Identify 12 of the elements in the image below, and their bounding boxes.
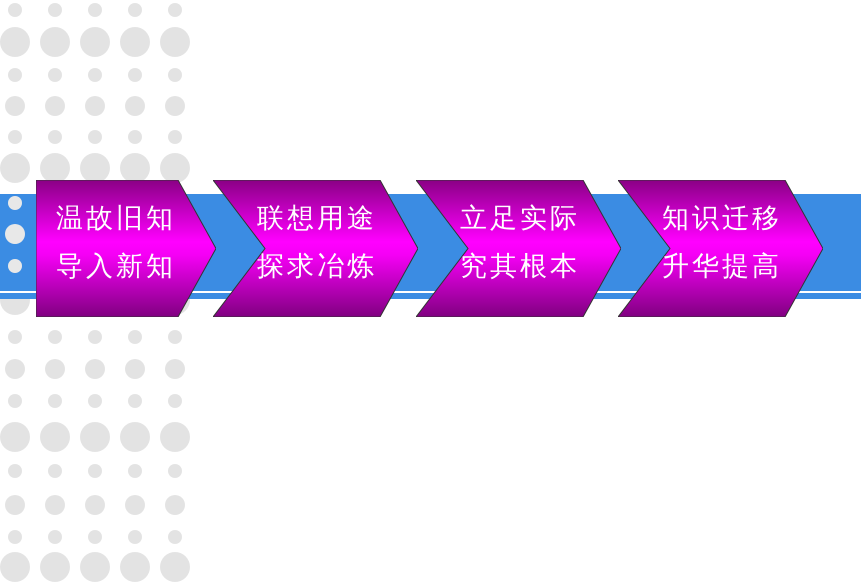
step-text: 探求冶炼 [257,252,377,282]
step-text: 温故旧知 [56,204,176,234]
step-text: 究其根本 [460,252,580,282]
step-text: 升华提高 [662,252,782,282]
chevron-box [213,180,418,317]
step-text: 立足实际 [460,204,580,234]
chevron-box [416,180,621,317]
step-text: 导入新知 [56,252,176,282]
step-text: 知识迁移 [662,204,782,234]
chevron-box [618,180,823,317]
chevron-box [36,180,216,317]
step-text: 联想用途 [257,204,377,234]
